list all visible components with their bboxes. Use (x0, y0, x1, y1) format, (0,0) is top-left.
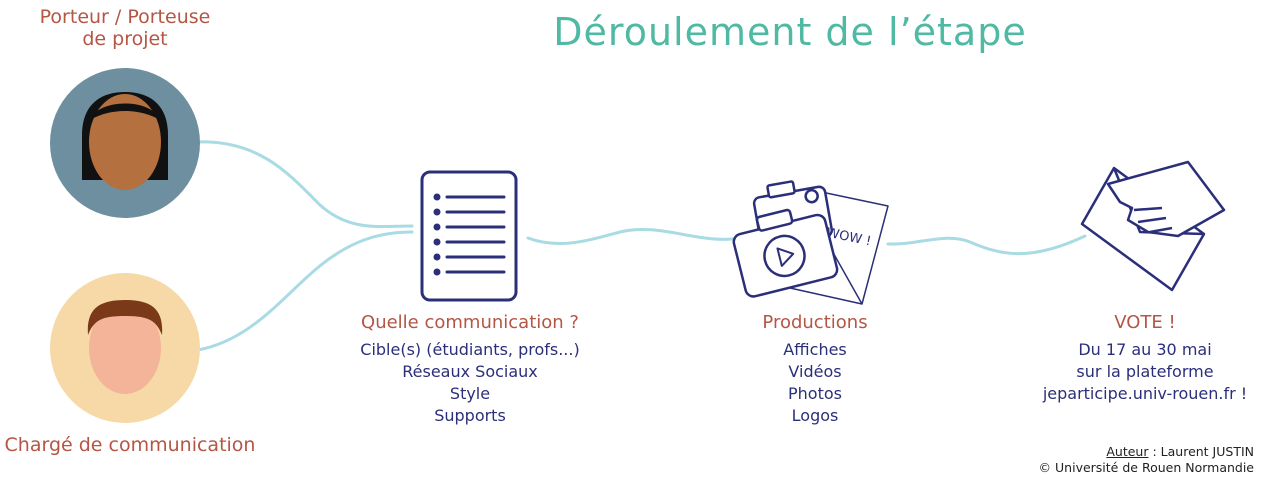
credit-author: Auteur : Laurent JUSTIN (994, 444, 1254, 460)
role-project-owner: Porteur / Porteuse de projet (20, 6, 230, 50)
diagram-title: Déroulement de l’étape (553, 10, 1027, 54)
step-productions-heading: Productions (762, 312, 868, 333)
list-item: Logos (791, 406, 839, 425)
role-communication-officer: Chargé de communication (4, 434, 256, 456)
step-vote-list: Du 17 au 30 mai sur la plateforme jepart… (1030, 339, 1260, 405)
step-communication-heading: Quelle communication ? (361, 312, 579, 333)
person-male-icon (50, 273, 200, 423)
step-productions-list: Affiches Vidéos Photos Logos (710, 339, 920, 427)
list-item: Cible(s) (étudiants, profs...) (360, 340, 580, 359)
step-communication: Quelle communication ? Cible(s) (étudian… (340, 312, 600, 427)
list-item: Style (449, 384, 491, 403)
role-project-owner-line2: de projet (82, 28, 168, 50)
list-item: jeparticipe.univ-rouen.fr ! (1042, 384, 1248, 403)
list-item: Affiches (783, 340, 847, 359)
document-list-icon (420, 170, 518, 302)
list-item: Réseaux Sociaux (402, 362, 538, 381)
step-communication-list: Cible(s) (étudiants, profs...) Réseaux S… (340, 339, 600, 427)
connector-top-avatar (196, 140, 414, 229)
list-item: Photos (788, 384, 842, 403)
credit-author-name: : Laurent JUSTIN (1148, 444, 1254, 459)
credit-copyright: © Université de Rouen Normandie (1038, 460, 1254, 475)
list-item: Vidéos (788, 362, 842, 381)
person-female-icon (50, 68, 200, 218)
camera-photo-icon (732, 180, 889, 305)
connector-bottom-avatar (196, 230, 414, 352)
list-item: Supports (434, 406, 506, 425)
vote-envelope-icon (1080, 160, 1226, 292)
connector-doc-camera (526, 227, 742, 246)
role-project-owner-line1: Porteur / Porteuse (39, 6, 211, 28)
list-item: Du 17 au 30 mai (1078, 340, 1212, 359)
credit-author-label: Auteur (1106, 444, 1149, 459)
step-productions: Productions Affiches Vidéos Photos Logos (710, 312, 920, 427)
step-vote: VOTE ! Du 17 au 30 mai sur la plateforme… (1030, 312, 1260, 405)
list-item: sur la plateforme (1076, 362, 1214, 381)
step-vote-heading: VOTE ! (1114, 312, 1176, 333)
connector-camera-vote (886, 234, 1087, 256)
credit-block: Auteur : Laurent JUSTIN © Université de … (994, 444, 1254, 476)
